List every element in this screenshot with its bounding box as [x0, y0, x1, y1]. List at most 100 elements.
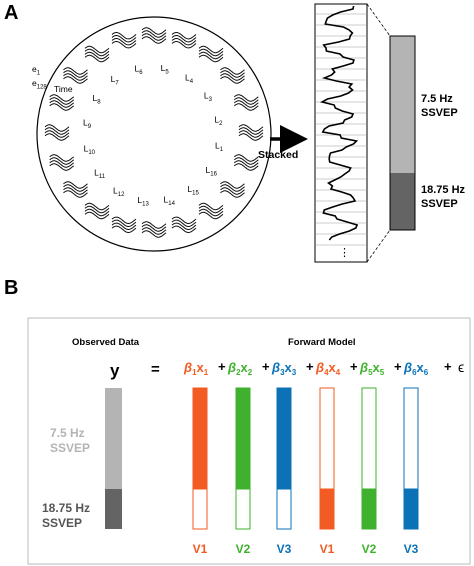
connector-bottom: [366, 229, 391, 263]
plus-sign: +: [262, 359, 270, 374]
electrode-waveform-bundle: [233, 94, 259, 111]
head-outline: [36, 16, 272, 252]
region-label: L11: [94, 167, 106, 180]
electrode-waveform-bundle: [141, 221, 167, 238]
stack-ellipsis: ⋮: [339, 247, 350, 259]
electrode-waveform-bundle: [220, 181, 245, 198]
model-term-6: β6x6: [403, 360, 429, 377]
panel-a-letter: A: [4, 2, 18, 24]
connector-top: [366, 3, 391, 37]
time-label: Time: [54, 84, 73, 94]
model-term-2: β2x2: [227, 360, 253, 377]
electrode-waveform-bundle: [220, 67, 245, 84]
electrode-waveform-bundle: [111, 32, 137, 49]
region-label: L9: [83, 117, 92, 129]
regressor-label: V2: [236, 542, 251, 556]
regressor-3-bottom: [276, 488, 292, 530]
epsilon-symbol: ϵ: [458, 359, 464, 375]
region-label: L12: [113, 186, 125, 199]
region-label: L1: [215, 141, 224, 154]
regressor-4-bottom: [319, 488, 335, 530]
observed-header: Observed Data: [72, 337, 140, 348]
observed-bottom-segment: [105, 489, 122, 529]
region-label: L5: [161, 63, 170, 76]
electrode-waveform-bundle: [44, 124, 70, 141]
model-header: Forward Model: [288, 337, 356, 348]
electrode-waveform-bundle: [238, 124, 264, 141]
region-label: L13: [137, 195, 149, 208]
regressor-5-bottom: [361, 488, 377, 530]
plus-sign: +: [394, 359, 402, 374]
model-term-3: β3x3: [271, 360, 297, 377]
observed-top-label-line2: SSVEP: [50, 441, 90, 455]
regressor-bars: V1 V2 V3 V1 V2 V3: [192, 387, 419, 556]
regressor-label: V3: [277, 542, 292, 556]
region-label: L4: [185, 73, 194, 86]
region-label: L15: [187, 184, 199, 197]
region-label: L14: [164, 194, 176, 207]
electrode-waveform-bundle: [171, 216, 197, 234]
bar-a-bottom-label-line2: SSVEP: [421, 198, 458, 210]
electrode-waveform-bundle: [49, 154, 75, 171]
regressor-label: V1: [320, 542, 335, 556]
region-label: L2: [214, 115, 223, 128]
model-term-4: β4x4: [315, 360, 341, 377]
electrode-waveform-bundle: [49, 94, 75, 111]
electrode-waveform-bundle: [63, 181, 88, 198]
stacked-label: Stacked: [258, 149, 298, 161]
model-term-1: β1x1: [183, 360, 209, 377]
regressor-2-top: [235, 387, 251, 490]
regressor-6-bottom: [403, 488, 419, 530]
regressor-label: V2: [362, 542, 377, 556]
observed-top-segment: [105, 388, 122, 489]
forward-model-equation: β1x1+β2x2+β3x3+β4x4+β5x5+β6x6+: [183, 359, 452, 377]
electrode-waveform-bundle: [141, 27, 167, 44]
regressor-1-bottom: [192, 488, 208, 530]
electrode-waveform-bundle: [111, 216, 137, 234]
model-term-5: β5x5: [359, 360, 385, 377]
plus-sign: +: [218, 359, 226, 374]
electrode-waveform-bundle: [198, 45, 224, 63]
plus-sign: +: [350, 359, 358, 374]
electrode-waveform-bundle: [198, 202, 224, 220]
regressor-6-top: [403, 387, 419, 490]
plus-sign: +: [306, 359, 314, 374]
observed-bottom-label-line2: SSVEP: [42, 516, 82, 530]
region-label: L7: [111, 74, 120, 87]
region-label: L10: [84, 144, 96, 157]
region-label: L16: [206, 165, 218, 178]
stacked-signal-trace: [319, 5, 359, 241]
electrode-waveform-bundle: [84, 202, 110, 220]
bar-a-outline: [389, 35, 416, 231]
regressor-label: V3: [404, 542, 419, 556]
bar-a-top-label-line2: SSVEP: [421, 107, 458, 119]
regressor-1-top: [192, 387, 208, 490]
regressor-label: V1: [193, 542, 208, 556]
region-label: L3: [204, 91, 213, 104]
regressor-3-top: [276, 387, 292, 490]
region-label: L8: [93, 93, 102, 106]
observed-bottom-label-line1: 18.75 Hz: [42, 501, 90, 515]
electrode-waveform-bundle: [84, 45, 110, 63]
regressor-2-bottom: [235, 488, 251, 530]
stack-row-lines: [315, 13, 367, 246]
electrode-waveform-bundle: [171, 32, 197, 49]
bar-a-top-label-line1: 7.5 Hz: [421, 93, 453, 105]
equals-sign: =: [151, 361, 160, 378]
electrode-waveform-bundle: [233, 154, 259, 171]
regressor-4-top: [319, 387, 335, 490]
bar-a-top-segment: [390, 36, 415, 173]
plus-sign: +: [444, 359, 452, 374]
electrode-first-label: e1: [32, 64, 41, 77]
electrode-waveform-bundle: [63, 67, 88, 84]
electrode-waveforms: [44, 27, 264, 238]
panel-b-letter: B: [4, 277, 18, 299]
region-label: L6: [135, 64, 144, 77]
observed-top-label-line1: 7.5 Hz: [50, 426, 85, 440]
electrode-last-label: e128: [32, 78, 47, 91]
regressor-5-top: [361, 387, 377, 490]
bar-a-bottom-segment: [390, 173, 415, 230]
y-symbol: y: [110, 361, 120, 380]
